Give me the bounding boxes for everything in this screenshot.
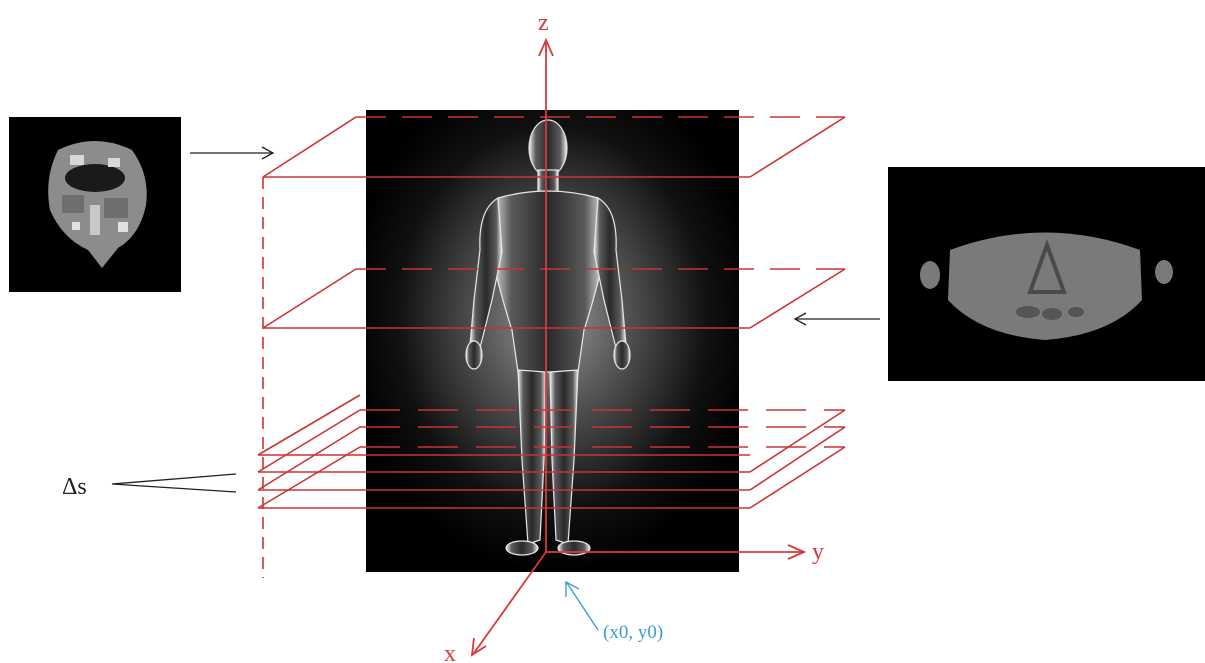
origin-label: (x0, y0)	[603, 622, 663, 643]
head-slice-image	[9, 117, 181, 292]
x-axis-label: x	[444, 641, 456, 663]
body-image	[366, 110, 739, 572]
slice-spacing-label: Δs	[62, 474, 87, 500]
abdomen-slice-image	[888, 167, 1205, 381]
origin-pointer	[566, 582, 598, 630]
y-axis-label: y	[812, 539, 824, 565]
z-axis-label: z	[538, 10, 549, 36]
delta-bracket	[112, 474, 236, 492]
